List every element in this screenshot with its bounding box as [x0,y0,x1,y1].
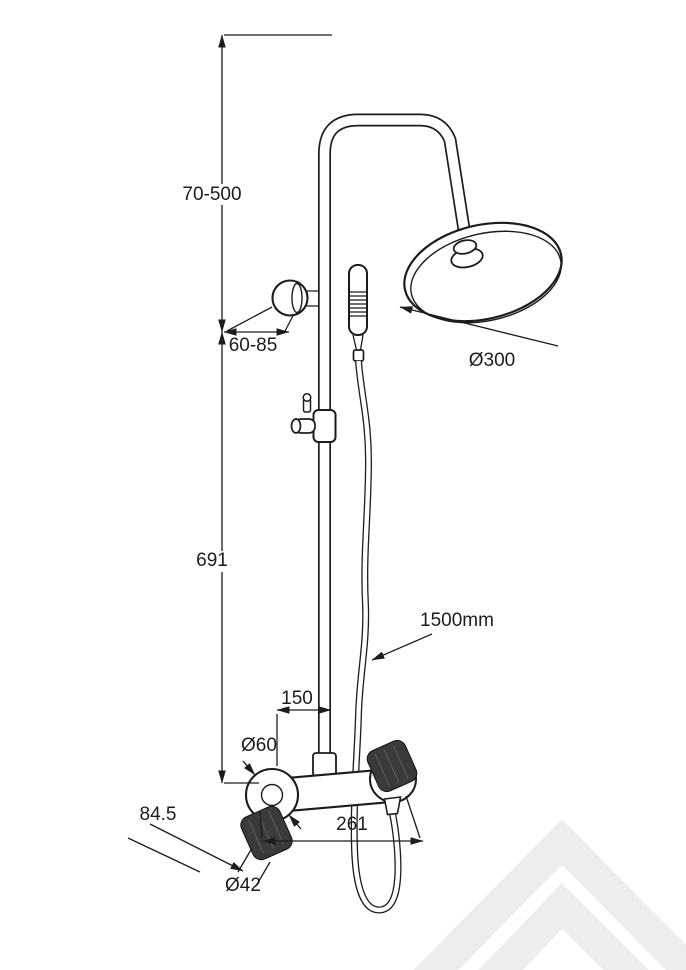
hand-shower-grip-ribs [350,291,366,317]
riser-pipe-outline [318,113,473,778]
label-valve-width: 261 [336,814,368,835]
left-handle-hub [260,783,284,807]
label-wall-offset: 60-85 [229,335,278,356]
dimension-labels: 70-500 60-85 Ø300 691 1500mm 150 Ø60 84.… [140,184,515,896]
head-outer-rim [403,221,563,323]
dim-line-head-diameter [399,306,559,347]
dim-line-escutcheon-dia-1 [242,760,256,776]
head-hub-upper [452,239,478,255]
label-mask-70-500 [181,184,244,205]
dim-line-84-5 [149,823,244,872]
watermark-inner-chevron [478,883,649,970]
bracket-flange-edge [291,282,303,314]
bracket-escutcheon [271,279,309,317]
label-column-height: 691 [196,550,228,571]
pipe-valve-collar [312,752,337,777]
dim-261-extension-right [405,795,421,839]
dim-84-5-extension [127,837,201,873]
wall-bracket [271,279,319,317]
hand-shower-taper [352,334,364,351]
riser-pipe-fill [319,115,471,778]
label-mask-691 [192,551,233,572]
rain-shower-head [403,221,563,324]
hose-fill [352,360,401,913]
dim-knob-dia-tick-2 [255,861,271,887]
bracket-extension-1 [226,306,273,332]
label-height-adjust: 70-500 [182,184,241,205]
label-spacing: 150 [281,688,313,709]
hose-length-leader-arrow [371,633,433,661]
hose-nut [352,349,365,362]
label-knob-diameter: Ø42 [225,875,261,896]
bracket-extension-2 [284,313,295,332]
label-hose-length: 1500mm [420,610,494,631]
bracket-stub [306,290,319,307]
label-escutcheon-diameter: Ø60 [241,735,277,756]
dimension-annotations [127,34,559,887]
label-head-diameter: Ø300 [469,350,515,371]
right-knob-knurling [374,745,409,787]
thermostatic-valve [240,739,418,861]
rail-slider [290,392,337,443]
shower-column [318,113,473,778]
slider-collar [312,409,337,443]
head-inner-rim [410,230,562,324]
hand-shower [348,264,368,362]
slider-knob-cap [290,418,302,434]
dim-261-extension-left [259,811,263,839]
watermark-logo [413,819,686,970]
watermark-outer-chevron [413,819,686,970]
dim-knob-dia-tick-1 [237,847,253,873]
shower-hose [350,360,402,914]
slider-pin-ball [302,392,312,403]
hose-outlet-fitting [383,796,402,816]
label-depth: 84.5 [140,804,177,825]
right-control-knob [366,739,418,793]
dim-line-escutcheon-dia-2 [288,814,302,830]
